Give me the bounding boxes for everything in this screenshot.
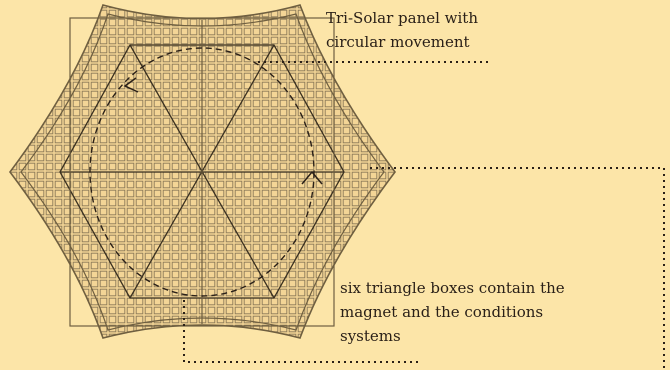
label-bottom-line-2: magnet and the conditions — [340, 303, 544, 321]
rotation-arrow-top-left-icon — [123, 77, 139, 93]
label-tri-solar-panel: Tri-Solar panel with circular movement — [326, 6, 526, 54]
label-bottom-line-3: systems — [340, 327, 401, 345]
rotation-arrow-right-icon — [301, 170, 323, 185]
label-triangle-boxes: six triangle boxes contain the magnet an… — [340, 276, 610, 348]
label-bottom-line-1: six triangle boxes contain the — [340, 279, 565, 297]
label-top-line-1: Tri-Solar panel with — [326, 9, 478, 27]
circular-movement-path — [89, 47, 315, 297]
hexagon-inner-frame — [20, 13, 385, 331]
leader-line-bottom — [183, 300, 420, 363]
leader-line-right — [370, 167, 665, 370]
label-top-line-2: circular movement — [326, 33, 470, 51]
panel-inner-rect — [69, 17, 335, 327]
